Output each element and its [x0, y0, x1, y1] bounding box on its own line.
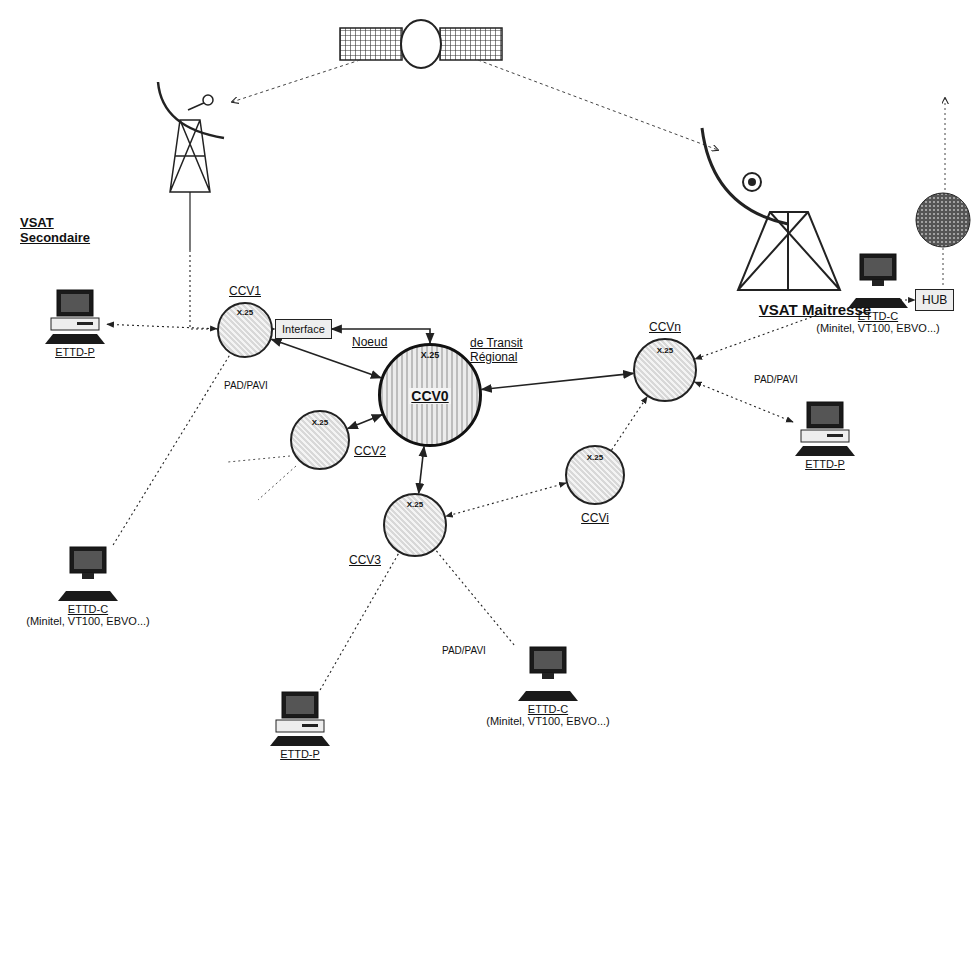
terminal: ETTD-P: [43, 288, 107, 358]
vsat-station: VSAT Secondaire: [20, 80, 235, 250]
network-globe: [916, 193, 970, 247]
access-label: PAD/PAVI: [440, 645, 488, 656]
terminal-icon: [268, 690, 332, 748]
link-arrow: [695, 315, 816, 359]
link-stub: [228, 456, 290, 462]
link-arrow: [900, 299, 915, 300]
downlink: [232, 60, 360, 102]
terminal-label: ETTD-C: [528, 703, 568, 715]
hub-box: HUB: [915, 289, 954, 311]
link-arrow: [320, 553, 399, 690]
terminal: ETTD-C(Minitel, VT100, EBVO...): [816, 252, 939, 334]
box-label: HUB: [922, 293, 947, 307]
station-label: VSAT Secondaire: [20, 215, 110, 245]
link-arrow: [482, 373, 634, 389]
protocol-label: X.25: [421, 350, 440, 360]
link-arrow: [419, 447, 424, 494]
protocol-label: X.25: [657, 346, 673, 355]
link-arrow: [348, 415, 382, 429]
vsat-station: VSAT Maitresse: [690, 120, 900, 320]
uplink: [945, 98, 946, 190]
node-name: CCV3: [349, 553, 381, 567]
link-arrow: [107, 324, 217, 329]
link-arrow: [612, 397, 648, 450]
node-name: CCVi: [581, 511, 609, 525]
node-name: CCV2: [354, 444, 386, 458]
access-label: PAD/PAVI: [222, 380, 270, 391]
box-label: Interface: [282, 323, 325, 335]
terminal: ETTD-P: [793, 400, 857, 470]
link-stub: [258, 466, 296, 500]
terminal-label: ETTD-P: [55, 346, 95, 358]
interface-box: Interface: [275, 319, 332, 339]
terminal-label: ETTD-C: [68, 603, 108, 615]
node-name: CCVn: [649, 320, 681, 334]
terminal-types: (Minitel, VT100, EBVO...): [26, 615, 149, 627]
protocol-label: X.25: [407, 500, 423, 509]
terminal: ETTD-C(Minitel, VT100, EBVO...): [26, 545, 149, 627]
downlink: [478, 60, 718, 150]
link-arrow: [446, 483, 566, 516]
link-arrow: [695, 382, 793, 422]
node-name: CCV1: [229, 284, 261, 298]
terminal-types: (Minitel, VT100, EBVO...): [486, 715, 609, 727]
satellite: [340, 20, 502, 68]
terminal-label: ETTD-C: [858, 310, 898, 322]
access-label: PAD/PAVI: [752, 374, 800, 385]
terminal-types: (Minitel, VT100, EBVO...): [816, 322, 939, 334]
region-label: de Transit Régional: [470, 336, 548, 364]
node-name: CCV0: [409, 388, 450, 404]
terminal: ETTD-C(Minitel, VT100, EBVO...): [486, 645, 609, 727]
region-label: Noeud: [352, 335, 387, 349]
link-arrow: [113, 354, 230, 545]
terminal-label: ETTD-P: [280, 748, 320, 760]
link-line: [943, 248, 944, 288]
terminal-icon: [56, 545, 120, 603]
terminal-icon: [43, 288, 107, 346]
protocol-label: X.25: [237, 308, 253, 317]
terminal-label: ETTD-P: [805, 458, 845, 470]
terminal-icon: [516, 645, 580, 703]
link-arrow: [435, 550, 514, 645]
protocol-label: X.25: [312, 418, 328, 427]
protocol-label: X.25: [587, 453, 603, 462]
terminal: ETTD-P: [268, 690, 332, 760]
terminal-icon: [793, 400, 857, 458]
